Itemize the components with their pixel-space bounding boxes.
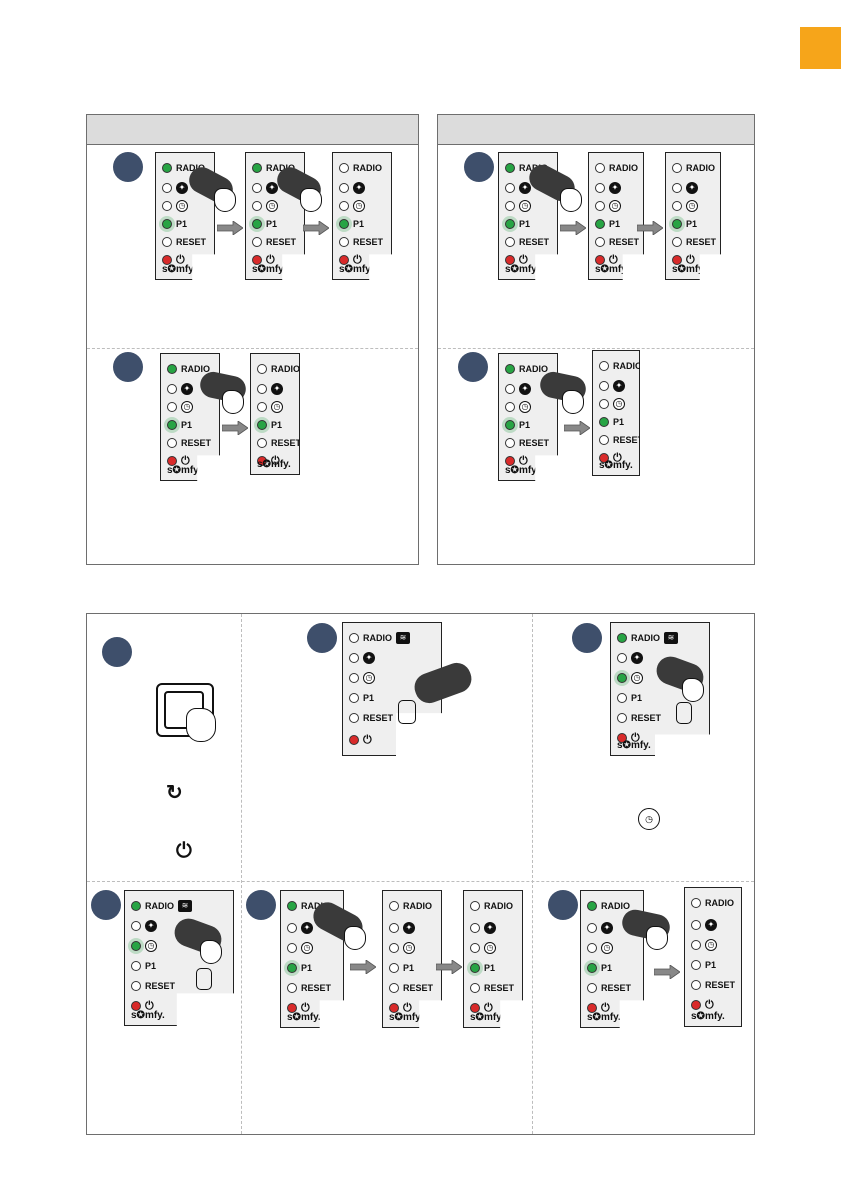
control-panel: RADIO ✦ ◷ P1 RESET ⏻ s✪mfy. — [684, 887, 742, 1027]
divider — [87, 881, 754, 882]
divider — [241, 614, 242, 1134]
hand-icon — [300, 188, 322, 212]
hand-icon — [646, 926, 668, 950]
step-badge — [548, 890, 578, 920]
section-box-left — [86, 114, 419, 565]
pedestrian-icon: ✦ — [176, 182, 188, 194]
hand-icon — [682, 678, 704, 702]
power-led — [162, 255, 172, 265]
p1-led — [162, 219, 172, 229]
radio-label: RADIO — [176, 163, 205, 173]
step-badge — [113, 152, 143, 182]
hand-icon — [222, 390, 244, 414]
arrow-right-icon — [564, 421, 590, 435]
control-panel: RADIO ✦ ◷ P1 RESET ⏻ s✪mfy. — [463, 890, 523, 1028]
hand-icon — [344, 926, 366, 950]
section-header-right — [438, 115, 754, 145]
section-box-right — [437, 114, 755, 565]
reset-led — [162, 237, 172, 247]
arrow-right-icon — [217, 221, 243, 235]
remote-control-icon — [676, 702, 692, 724]
radio-led — [162, 163, 172, 173]
arrow-right-icon — [560, 221, 586, 235]
step-badge — [307, 623, 337, 653]
somfy-logo: s✪mfy. — [162, 264, 196, 275]
page-tab — [800, 27, 841, 69]
hand-icon — [214, 188, 236, 212]
power-icon: ⏻ — [176, 840, 192, 862]
timer-led — [162, 201, 172, 211]
divider — [438, 348, 754, 349]
hand-icon — [560, 188, 582, 212]
control-panel: RADIO ✦ ◷ P1 RESET ⏻ s✪mfy. — [592, 350, 640, 476]
pedestrian-led — [162, 183, 172, 193]
control-panel: RADIO ✦ ◷ P1 RESET ⏻ s✪mfy. — [332, 152, 392, 280]
arrow-right-icon — [303, 221, 329, 235]
step-badge — [458, 352, 488, 382]
divider — [532, 614, 533, 1134]
hand-icon — [200, 940, 222, 964]
p1-label: P1 — [176, 219, 188, 229]
hand-icon — [186, 708, 216, 742]
step-badge — [246, 890, 276, 920]
step-badge — [91, 890, 121, 920]
arrow-right-icon — [436, 960, 462, 974]
step-badge — [113, 352, 143, 382]
control-panel: RADIO ✦ ◷ P1 RESET ⏻ s✪mfy. — [382, 890, 442, 1028]
arrow-right-icon — [222, 421, 248, 435]
timer-30s-icon: ◷ — [176, 200, 188, 212]
remote-control-icon — [398, 700, 416, 724]
arrow-right-icon — [350, 960, 376, 974]
section-box-bottom — [86, 613, 755, 1135]
control-panel: RADIO ✦ ◷ P1 RESET ⏻ s✪mfy. — [250, 353, 300, 475]
rts-icon: ≋ — [396, 632, 410, 644]
control-panel: RADIO ✦ ◷ P1 RESET ⏻ s✪mfy. — [588, 152, 644, 280]
power-icon: ⏻ — [176, 253, 185, 266]
remote-control-icon — [196, 968, 212, 990]
section-header-left — [87, 115, 418, 145]
step-badge — [102, 637, 132, 667]
reset-label: RESET — [176, 237, 207, 247]
arrow-right-icon — [637, 221, 663, 235]
step-badge — [464, 152, 494, 182]
step-badge — [572, 623, 602, 653]
control-panel: RADIO ✦ ◷ P1 RESET ⏻ s✪mfy. — [280, 890, 344, 1028]
reset-icon: ↻ — [166, 782, 183, 804]
control-panel: RADIO ✦ ◷ P1 RESET ⏻ s✪mfy. — [155, 152, 215, 280]
arrow-right-icon — [654, 965, 680, 979]
hand-icon — [562, 390, 584, 414]
divider — [87, 348, 418, 349]
timer-30s-icon: ◷ — [638, 808, 660, 830]
